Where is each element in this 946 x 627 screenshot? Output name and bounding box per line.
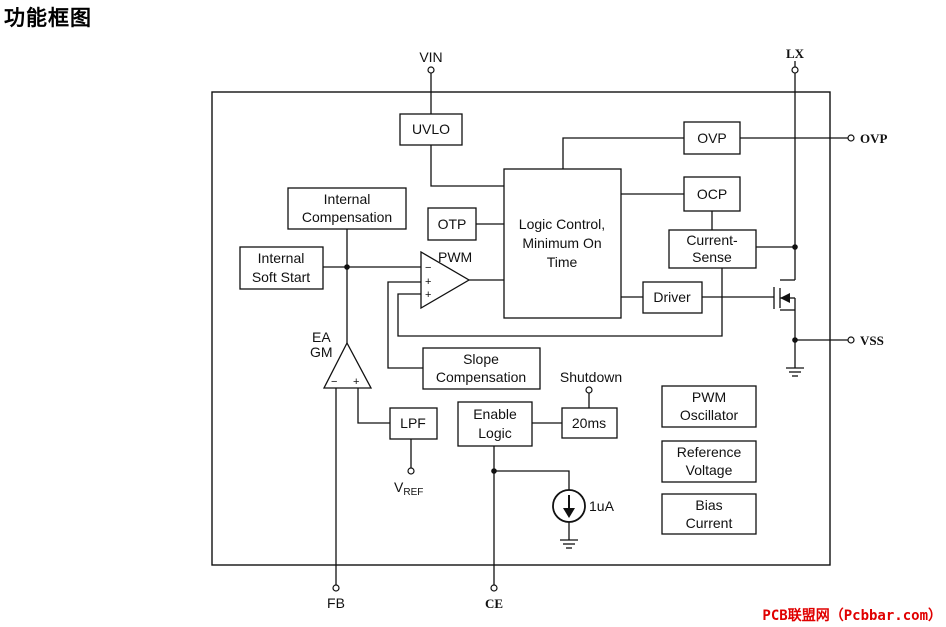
svg-text:Current: Current <box>686 515 733 531</box>
ea-label: EA <box>312 329 331 345</box>
svg-text:Slope: Slope <box>463 351 499 367</box>
svg-text:LPF: LPF <box>400 415 426 431</box>
pin-terminals <box>332 66 855 592</box>
svg-text:OTP: OTP <box>438 216 467 232</box>
block-internal-compensation: Internal Compensation <box>287 187 407 230</box>
svg-text:Oscillator: Oscillator <box>680 407 739 423</box>
svg-text:Voltage: Voltage <box>686 462 733 478</box>
pin-ce-label: CE <box>485 596 503 611</box>
block-driver: Driver <box>642 281 703 314</box>
block-otp: OTP <box>427 207 477 241</box>
pwm-label: PWM <box>438 249 472 265</box>
svg-text:−: − <box>331 376 337 388</box>
block-logic-control: Logic Control, Minimum On Time <box>503 168 622 319</box>
block-ocp: OCP <box>683 176 741 212</box>
mosfet-arrow-icon <box>780 293 790 303</box>
pin-vin-label: VIN <box>419 49 442 65</box>
svg-text:Logic: Logic <box>478 425 511 441</box>
svg-text:−: − <box>425 262 431 274</box>
pin-fb-label: FB <box>327 595 345 611</box>
svg-text:Driver: Driver <box>653 289 691 305</box>
pin-ovp-label: OVP <box>860 131 888 146</box>
current-source-icon <box>552 489 586 523</box>
svg-text:Logic Control,: Logic Control, <box>519 216 605 232</box>
svg-text:OCP: OCP <box>697 186 727 202</box>
wires <box>323 61 848 585</box>
svg-text:+: + <box>353 376 359 388</box>
svg-text:Enable: Enable <box>473 406 517 422</box>
gm-label: GM <box>310 344 333 360</box>
block-lpf: LPF <box>389 407 438 440</box>
svg-text:Soft Start: Soft Start <box>252 269 310 285</box>
block-pwm-oscillator: PWM Oscillator <box>661 385 757 428</box>
svg-text:Compensation: Compensation <box>436 369 526 385</box>
svg-text:Internal: Internal <box>324 191 371 207</box>
pin-vss-label: VSS <box>860 333 884 348</box>
svg-text:Reference: Reference <box>677 444 742 460</box>
svg-text:+: + <box>425 276 431 288</box>
svg-text:Bias: Bias <box>695 497 722 513</box>
shutdown-label: Shutdown <box>560 369 622 385</box>
svg-text:Sense: Sense <box>692 249 732 265</box>
junction-dots <box>344 244 798 474</box>
svg-text:PWM: PWM <box>692 389 726 405</box>
current-source-label: 1uA <box>589 498 615 514</box>
block-bias-current: Bias Current <box>661 493 757 535</box>
watermark: PCB联盟网（Pcbbar.com） <box>762 608 942 624</box>
block-internal-soft-start: Internal Soft Start <box>239 246 324 290</box>
page-title: 功能框图 <box>4 6 92 30</box>
block-current-sense: Current- Sense <box>668 229 757 269</box>
vref-label: VREF <box>394 479 423 498</box>
block-reference-voltage: Reference Voltage <box>661 440 757 483</box>
svg-text:20ms: 20ms <box>572 415 606 431</box>
svg-text:+: + <box>425 289 431 301</box>
block-slope-compensation: Slope Compensation <box>422 347 541 390</box>
svg-text:Current-: Current- <box>686 232 738 248</box>
svg-text:OVP: OVP <box>697 130 727 146</box>
svg-text:Internal: Internal <box>258 250 305 266</box>
chip-outline <box>211 91 831 566</box>
block-enable-logic: Enable Logic <box>457 401 533 447</box>
block-20ms-delay: 20ms <box>561 407 618 439</box>
svg-text:Compensation: Compensation <box>302 209 392 225</box>
pin-lx-label: LX <box>786 46 805 61</box>
svg-text:Time: Time <box>547 254 578 270</box>
svg-text:Minimum On: Minimum On <box>522 235 601 251</box>
pwm-comparator: − + + <box>420 250 471 310</box>
block-ovp: OVP <box>683 121 741 155</box>
block-uvlo: UVLO <box>399 113 463 146</box>
svg-text:UVLO: UVLO <box>412 121 450 137</box>
ea-gm-amplifier: − + <box>322 341 373 389</box>
